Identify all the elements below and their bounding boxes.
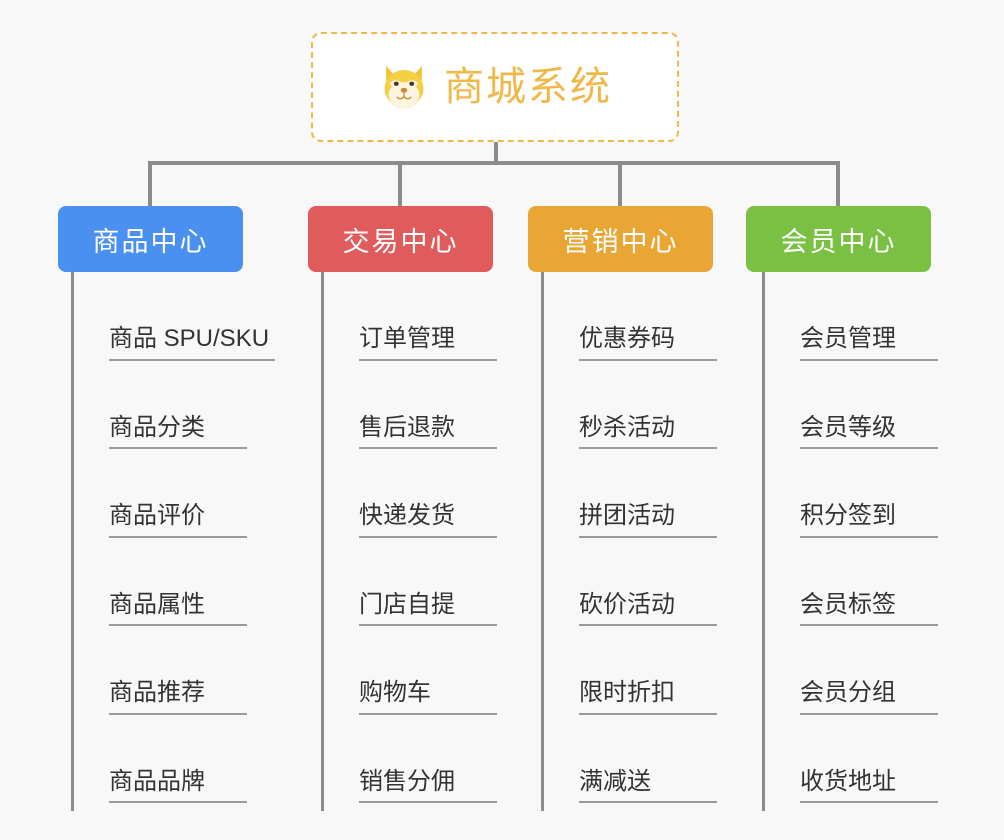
leaf-item[interactable]: 拼团活动 — [541, 449, 717, 538]
leaf-label: 订单管理 — [359, 326, 497, 361]
leaf-label: 积分签到 — [800, 503, 938, 538]
column-spine-3 — [762, 272, 765, 811]
root-node[interactable]: 商城系统 — [311, 32, 679, 142]
leaf-item[interactable]: 售后退款 — [321, 361, 497, 449]
leaf-item[interactable]: 销售分佣 — [321, 715, 497, 803]
leaf-label: 商品分类 — [109, 415, 247, 449]
leaf-item[interactable]: 会员管理 — [762, 272, 938, 361]
leaf-item[interactable]: 商品品牌 — [71, 715, 275, 803]
leaf-label: 商品 SPU/SKU — [109, 326, 276, 361]
category-label: 商品中心 — [92, 226, 209, 257]
shiba-dog-face-icon — [384, 65, 424, 109]
leaf-label: 优惠券码 — [579, 326, 717, 361]
leaf-label: 砍价活动 — [579, 592, 717, 626]
category-box-0[interactable]: 商品中心 — [58, 206, 243, 272]
leaf-item[interactable]: 商品属性 — [71, 538, 275, 626]
column-spine-2 — [541, 272, 544, 811]
connector-drop-2 — [618, 161, 622, 207]
root-title: 商城系统 — [444, 65, 612, 109]
leaf-label: 销售分佣 — [359, 769, 497, 803]
connector-bus — [150, 161, 840, 165]
column-spine-0 — [71, 272, 74, 811]
leaf-label: 商品推荐 — [109, 680, 247, 715]
leaf-item[interactable]: 商品 SPU/SKU — [71, 272, 276, 361]
leaf-list-1: 订单管理售后退款快递发货门店自提购物车销售分佣 — [321, 272, 497, 803]
leaf-label: 满减送 — [579, 769, 717, 803]
leaf-item[interactable]: 门店自提 — [321, 538, 497, 626]
leaf-label: 售后退款 — [359, 415, 497, 449]
leaf-item[interactable]: 收货地址 — [762, 715, 938, 803]
category-box-1[interactable]: 交易中心 — [308, 206, 493, 272]
category-label: 会员中心 — [780, 226, 897, 257]
leaf-label: 会员标签 — [800, 592, 938, 626]
leaf-item[interactable]: 订单管理 — [321, 272, 497, 361]
category-box-3[interactable]: 会员中心 — [746, 206, 931, 272]
leaf-item[interactable]: 会员标签 — [762, 538, 938, 626]
leaf-label: 会员等级 — [800, 415, 938, 449]
leaf-list-2: 优惠券码秒杀活动拼团活动砍价活动限时折扣满减送 — [541, 272, 717, 803]
leaf-label: 商品属性 — [109, 592, 247, 626]
leaf-item[interactable]: 秒杀活动 — [541, 361, 717, 449]
leaf-label: 收货地址 — [800, 769, 938, 803]
leaf-item[interactable]: 限时折扣 — [541, 626, 717, 715]
leaf-item[interactable]: 购物车 — [321, 626, 497, 715]
leaf-item[interactable]: 商品分类 — [71, 361, 275, 449]
leaf-item[interactable]: 会员等级 — [762, 361, 938, 449]
category-label: 交易中心 — [342, 226, 459, 257]
leaf-item[interactable]: 砍价活动 — [541, 538, 717, 626]
leaf-item[interactable]: 优惠券码 — [541, 272, 717, 361]
leaf-item[interactable]: 快递发货 — [321, 449, 497, 538]
connector-drop-0 — [148, 161, 152, 207]
leaf-item[interactable]: 积分签到 — [762, 449, 938, 538]
leaf-label: 会员分组 — [800, 680, 938, 715]
leaf-label: 会员管理 — [800, 326, 938, 361]
column-spine-1 — [321, 272, 324, 811]
leaf-label: 商品评价 — [109, 503, 247, 538]
leaf-label: 购物车 — [359, 680, 497, 715]
category-box-2[interactable]: 营销中心 — [528, 206, 713, 272]
leaf-list-3: 会员管理会员等级积分签到会员标签会员分组收货地址 — [762, 272, 938, 803]
connector-stem — [494, 142, 498, 164]
leaf-label: 限时折扣 — [579, 680, 717, 715]
leaf-item[interactable]: 商品推荐 — [71, 626, 275, 715]
connector-drop-1 — [398, 161, 402, 207]
leaf-label: 拼团活动 — [579, 503, 717, 538]
leaf-label: 门店自提 — [359, 592, 497, 626]
leaf-item[interactable]: 商品评价 — [71, 449, 275, 538]
leaf-item[interactable]: 满减送 — [541, 715, 717, 803]
connector-drop-3 — [836, 161, 840, 207]
leaf-item[interactable]: 会员分组 — [762, 626, 938, 715]
leaf-label: 秒杀活动 — [579, 415, 717, 449]
leaf-label: 商品品牌 — [109, 769, 247, 803]
leaf-list-0: 商品 SPU/SKU 商品分类商品评价商品属性商品推荐商品品牌 — [71, 272, 276, 803]
leaf-label: 快递发货 — [359, 503, 497, 538]
category-label: 营销中心 — [562, 226, 679, 257]
